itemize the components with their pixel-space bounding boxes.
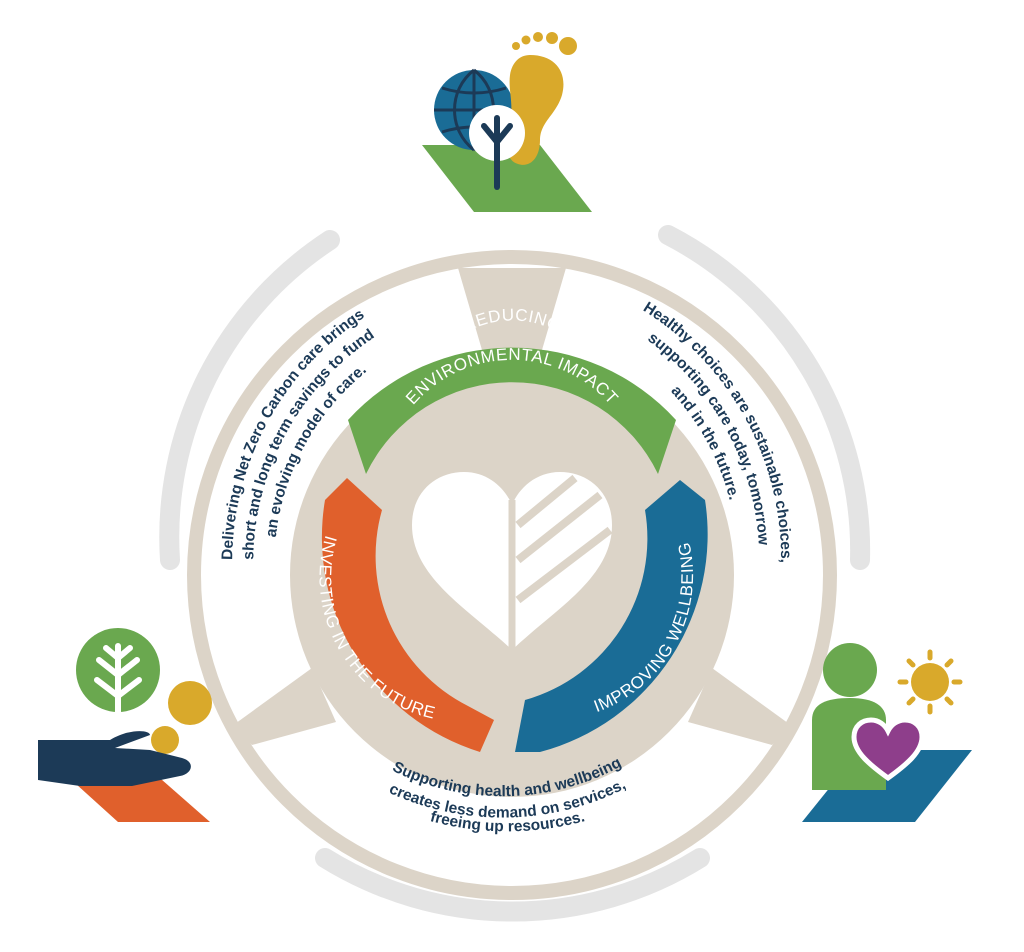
wellbeing-icon — [802, 643, 972, 822]
outer-arc-right — [658, 225, 871, 570]
environment-icon — [422, 32, 592, 212]
outer-arc-left — [159, 230, 340, 570]
segment-reducing-environmental-impact — [348, 347, 676, 474]
outer-arcs — [159, 225, 871, 922]
heart-leaf-icon — [412, 472, 613, 650]
blue-ground-icon — [802, 750, 972, 822]
tree-icon — [76, 628, 160, 715]
coin-icon — [168, 681, 212, 725]
coin-icon — [151, 726, 179, 754]
segment-investing-in-the-future — [321, 478, 494, 752]
hand-icon — [38, 731, 191, 786]
segment-improving-wellbeing — [515, 480, 708, 752]
heart-icon — [851, 717, 925, 782]
sun-icon — [897, 649, 963, 715]
tree-icon — [469, 105, 525, 190]
investment-icon — [38, 628, 212, 822]
outer-arc-bottom — [315, 848, 710, 922]
green-ground-icon — [422, 145, 592, 212]
